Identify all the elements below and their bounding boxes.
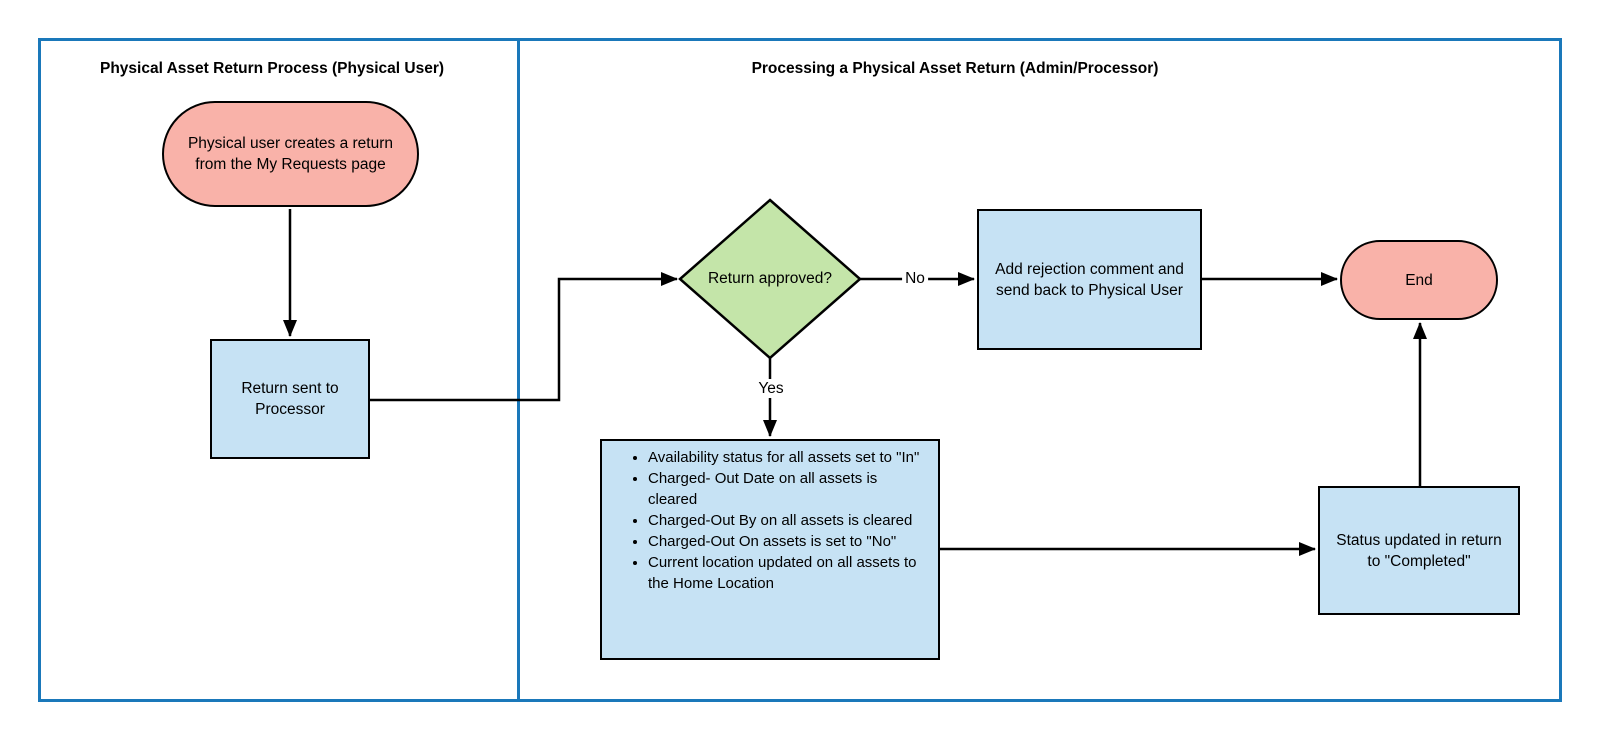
decision-diamond xyxy=(678,198,862,360)
action-item: Charged-Out By on all assets is cleared xyxy=(648,510,924,531)
status-updated-node: Status updated in return to "Completed" xyxy=(1318,486,1520,615)
edge-label-yes: Yes xyxy=(755,379,787,398)
add-rejection-label: Add rejection comment and send back to P… xyxy=(995,260,1184,299)
swimlane-divider xyxy=(517,38,520,702)
decision-label: Return approved? xyxy=(707,270,833,287)
status-updated-label: Status updated in return to "Completed" xyxy=(1336,531,1502,570)
action-item: Current location updated on all assets t… xyxy=(648,552,924,594)
lane-title-physical-user: Physical Asset Return Process (Physical … xyxy=(99,60,445,77)
return-sent-label: Return sent to Processor xyxy=(241,380,339,418)
action-item: Availability status for all assets set t… xyxy=(648,447,924,468)
swimlane-frame xyxy=(38,38,1562,702)
approved-actions-list: Availability status for all assets set t… xyxy=(602,441,938,594)
arrow-return-sent-to-decision xyxy=(370,272,678,402)
add-rejection-node: Add rejection comment and send back to P… xyxy=(977,209,1202,350)
action-item: Charged-Out On assets is set to "No" xyxy=(648,531,924,552)
lane-title-admin-processor: Processing a Physical Asset Return (Admi… xyxy=(751,60,1159,77)
return-sent-node: Return sent to Processor xyxy=(210,339,370,459)
start-node-label: Physical user creates a return from the … xyxy=(187,135,394,173)
approved-actions-node: Availability status for all assets set t… xyxy=(600,439,940,660)
end-node-label: End xyxy=(1405,271,1433,289)
start-node: Physical user creates a return from the … xyxy=(162,101,419,207)
action-item: Charged- Out Date on all assets is clear… xyxy=(648,468,924,510)
end-node: End xyxy=(1340,240,1498,320)
edge-label-no: No xyxy=(902,269,928,288)
